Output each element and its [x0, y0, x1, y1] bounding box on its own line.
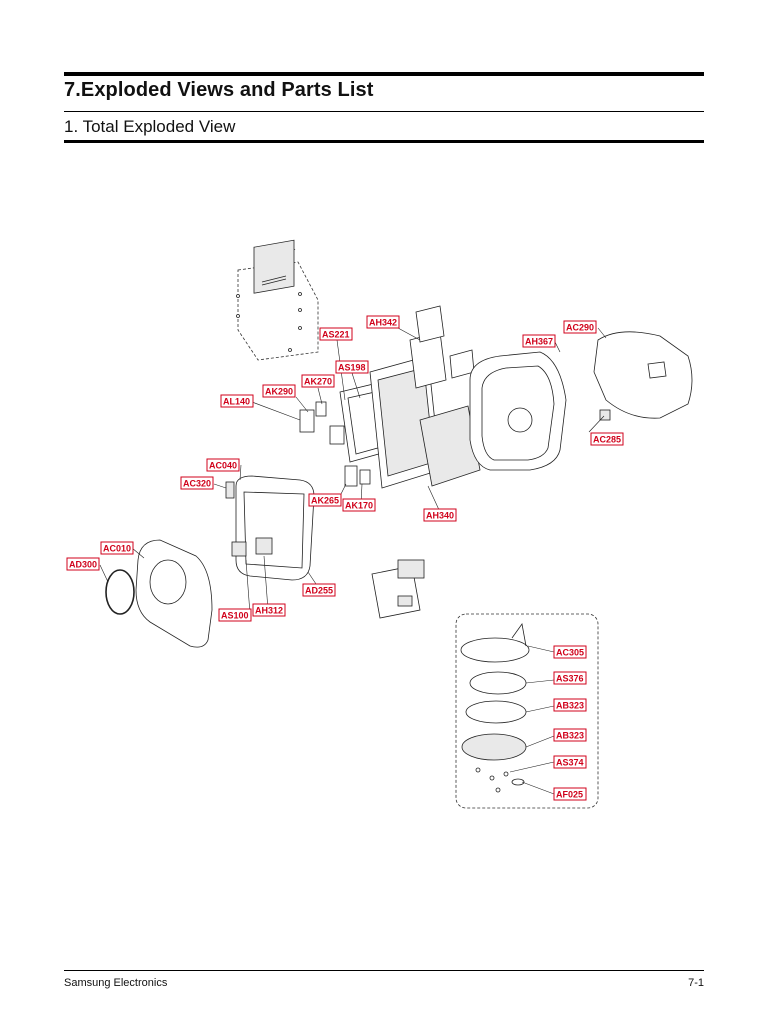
callout-label: AK265: [311, 496, 339, 506]
callout-af025: AF025: [553, 787, 587, 801]
callout-label: AK270: [304, 377, 332, 387]
callout-label: AH312: [255, 606, 283, 616]
callout-ad255: AD255: [302, 583, 336, 597]
callout-label: AK170: [345, 501, 373, 511]
callout-ac285: AC285: [590, 432, 624, 446]
callout-label: AS374: [556, 758, 584, 768]
callout-label: AC290: [566, 323, 594, 333]
callout-label: AH340: [426, 511, 454, 521]
dvd-pack-group: DVD PACK: [236, 239, 319, 361]
callout-ak170: AK170: [342, 498, 376, 512]
page-number: 7-1: [688, 977, 704, 989]
callout-label: AD300: [69, 560, 97, 570]
callout-label: AS221: [322, 330, 350, 340]
callout-ah312: AH312: [252, 603, 286, 617]
callout-label: AH342: [369, 318, 397, 328]
chapter-title: 7.Exploded Views and Parts List: [64, 79, 374, 101]
callout-ac290: AC290: [563, 320, 597, 334]
footer-rule: [64, 970, 704, 971]
stand-group: [455, 613, 599, 809]
top-rule: [64, 72, 704, 76]
callout-label: AC320: [183, 479, 211, 489]
front-frame: [231, 475, 315, 581]
small-parts-left: [225, 401, 371, 499]
callout-ab323-a: AB323: [553, 698, 587, 712]
callout-label: AF025: [556, 790, 583, 800]
callout-al140: AL140: [220, 394, 254, 408]
callout-label: AH367: [525, 337, 553, 347]
title-divider: [64, 111, 704, 112]
callout-ak265: AK265: [308, 493, 342, 507]
callout-label: AS198: [338, 363, 366, 373]
callout-label: AB323: [556, 731, 584, 741]
callout-as376: AS376: [553, 671, 587, 685]
callout-ad300: AD300: [66, 557, 100, 571]
callout-as374: AS374: [553, 755, 587, 769]
callout-ah342: AH342: [366, 315, 400, 329]
callout-as198: AS198: [335, 360, 369, 374]
callout-ak290: AK290: [262, 384, 296, 398]
callout-ac040: AC040: [206, 458, 240, 472]
callout-label: AC305: [556, 648, 584, 658]
callout-ac305: AC305: [553, 645, 587, 659]
callout-ah340: AH340: [423, 508, 457, 522]
callout-label: AS100: [221, 611, 249, 621]
pcb-assembly: [339, 305, 481, 489]
section-rule: [64, 140, 704, 143]
front-cover: [105, 539, 213, 648]
callout-label: AC285: [593, 435, 621, 445]
callout-as100: AS100: [218, 608, 252, 622]
rear-housing: [469, 351, 567, 471]
callout-label: AS376: [556, 674, 584, 684]
callout-as221: AS221: [319, 327, 353, 341]
callout-ak270: AK270: [301, 374, 335, 388]
callout-ac010: AC010: [100, 541, 134, 555]
callout-label: AD255: [305, 586, 333, 596]
section-title: 1. Total Exploded View: [64, 117, 236, 136]
leader-lines: [99, 327, 607, 795]
callout-label: AC010: [103, 544, 131, 554]
callout-label: AK290: [265, 387, 293, 397]
callout-ah367: AH367: [522, 334, 556, 348]
callout-ac320: AC320: [180, 476, 214, 490]
bottom-pcb: [371, 559, 425, 619]
rear-cover: [593, 331, 693, 421]
footer-company: Samsung Electronics: [64, 977, 168, 989]
callout-label: AL140: [223, 397, 250, 407]
callout-label: AC040: [209, 461, 237, 471]
callout-label: AB323: [556, 701, 584, 711]
callout-ab323-b: AB323: [553, 728, 587, 742]
